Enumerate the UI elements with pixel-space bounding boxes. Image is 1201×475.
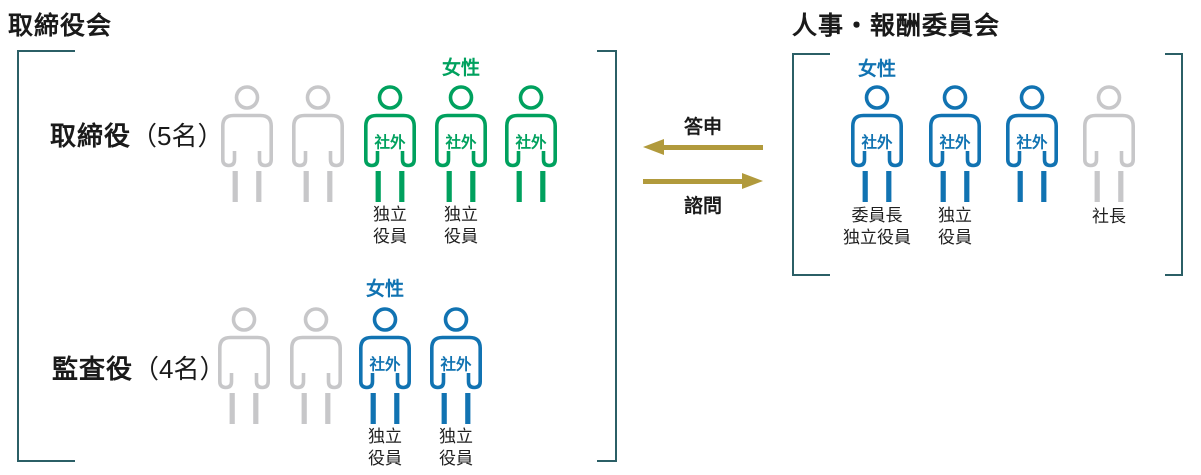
role-line: 役員 — [444, 227, 478, 246]
report-arrow-label: 答申 — [683, 117, 722, 138]
directors-row-label-name: 取締役 — [50, 121, 132, 151]
board-bracket-left — [17, 50, 75, 462]
president-icon — [1083, 85, 1135, 202]
auditors-row-label-count: （4名） — [133, 354, 226, 384]
outside-auditor-icon: 社外 — [430, 307, 482, 424]
internal-auditor-icon — [218, 307, 270, 424]
person-icon: 社外 — [432, 84, 490, 202]
female-label: 女性 — [441, 58, 480, 79]
person-icon — [218, 84, 276, 202]
outside-badge: 社外 — [373, 133, 406, 152]
directors-row-label: 取締役（5名） — [50, 116, 223, 153]
board-title: 取締役会 — [8, 12, 113, 40]
person-icon: 社外 — [427, 306, 485, 424]
person-icon: 社外 — [502, 84, 560, 202]
person-icon — [215, 306, 273, 424]
auditors-row-label-name: 監査役 — [52, 354, 134, 384]
female-label: 女性 — [857, 59, 896, 80]
committee-bracket-left — [792, 53, 830, 276]
outside-director-icon: 社外 — [505, 85, 557, 202]
outside-badge: 社外 — [368, 355, 401, 374]
role-line: 独立 — [938, 206, 972, 225]
person-icon: 社外 — [1003, 84, 1061, 202]
role-line: 社長 — [1092, 207, 1126, 226]
auditors-row-label: 監査役（4名） — [52, 349, 225, 386]
member-role-label: 独立 役員 — [416, 204, 506, 248]
outside-committee-member-icon: 社外 — [851, 85, 903, 202]
arrowhead-right-icon — [742, 173, 763, 189]
role-line: 役員 — [373, 227, 407, 246]
member-role-label: 独立 役員 — [345, 204, 435, 248]
female-label: 女性 — [365, 279, 404, 300]
outside-badge: 社外 — [514, 133, 547, 152]
member-role-label: 委員長 独立役員 — [832, 205, 922, 249]
role-line: 独立役員 — [843, 228, 911, 247]
outside-badge: 社外 — [439, 355, 472, 374]
role-line: 委員長 — [851, 206, 903, 225]
outside-auditor-icon: 社外 — [359, 307, 411, 424]
role-line: 役員 — [368, 449, 402, 468]
directors-row-label-count: （5名） — [131, 121, 224, 151]
member-role-label: 独立 役員 — [411, 426, 501, 470]
committee-bracket-right — [1165, 53, 1183, 276]
internal-director-icon — [221, 85, 273, 202]
role-line: 独立 — [368, 427, 402, 446]
outside-badge: 社外 — [444, 133, 477, 152]
arrow-shaft — [643, 179, 744, 184]
role-line: 独立 — [373, 205, 407, 224]
person-icon — [289, 84, 347, 202]
member-role-label: 社長 — [1064, 206, 1154, 228]
person-icon — [1080, 84, 1138, 202]
role-line: 独立 — [444, 205, 478, 224]
outside-badge: 社外 — [1015, 133, 1048, 152]
role-line: 役員 — [439, 449, 473, 468]
outside-committee-member-icon: 社外 — [929, 85, 981, 202]
person-icon: 社外 — [926, 84, 984, 202]
person-icon — [287, 306, 345, 424]
person-icon: 社外 — [848, 84, 906, 202]
person-icon: 社外 — [356, 306, 414, 424]
arrowhead-left-icon — [643, 139, 664, 155]
role-line: 独立 — [439, 427, 473, 446]
consultation-arrow-icon — [643, 173, 763, 190]
internal-director-icon — [292, 85, 344, 202]
person-icon: 社外 — [361, 84, 419, 202]
board-bracket-right — [597, 50, 617, 462]
consultation-arrow-label: 諮問 — [683, 196, 722, 217]
arrow-shaft — [662, 145, 763, 150]
member-role-label: 独立 役員 — [340, 426, 430, 470]
outside-badge: 社外 — [938, 133, 971, 152]
outside-badge: 社外 — [860, 133, 893, 152]
role-line: 役員 — [938, 228, 972, 247]
outside-director-icon: 社外 — [364, 85, 416, 202]
outside-director-icon: 社外 — [435, 85, 487, 202]
member-role-label: 独立 役員 — [910, 205, 1000, 249]
committee-title: 人事・報酬委員会 — [792, 12, 1001, 40]
report-arrow-icon — [643, 139, 763, 156]
outside-committee-member-icon: 社外 — [1006, 85, 1058, 202]
internal-auditor-icon — [290, 307, 342, 424]
